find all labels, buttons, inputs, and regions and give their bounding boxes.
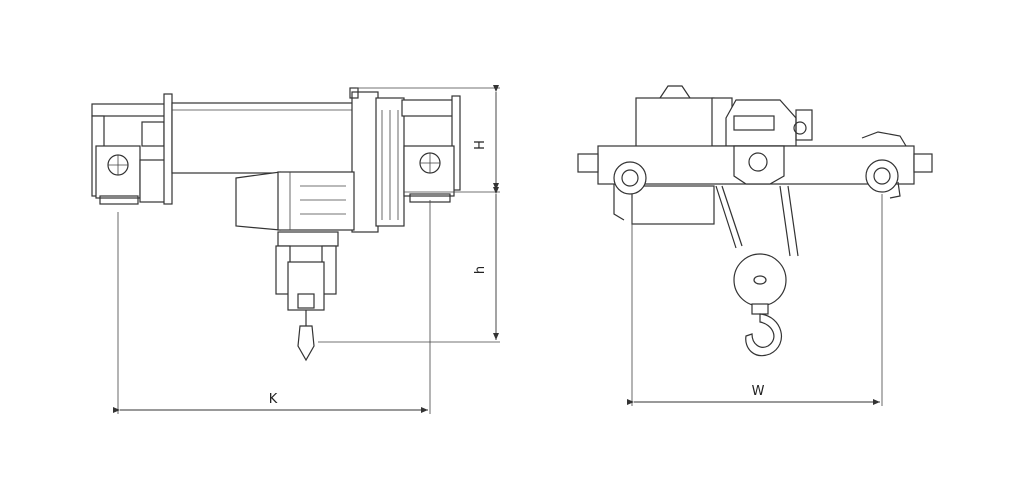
dimension-W: W — [627, 384, 880, 405]
right-wheel — [419, 152, 441, 174]
front-right-wheel — [861, 131, 907, 199]
rope-drum — [171, 102, 355, 174]
side-hook-block — [275, 231, 339, 362]
left-trolley-frame — [91, 93, 173, 205]
dimension-h: h — [473, 187, 499, 340]
front-left-wheel — [613, 161, 647, 221]
hoist-motor — [235, 171, 355, 231]
dimension-H: H — [473, 85, 499, 190]
dimension-W-label: W — [752, 384, 765, 399]
hoist-ropes — [715, 185, 799, 257]
front-hook-block — [733, 253, 787, 357]
side-view: H h K — [91, 85, 500, 414]
dimension-h-label: h — [473, 266, 488, 274]
front-top-bracket — [725, 99, 813, 147]
front-main-beam — [577, 145, 933, 185]
right-trolley-frame — [401, 95, 461, 203]
left-wheel — [107, 154, 129, 176]
front-view: W — [577, 85, 933, 406]
dimension-K: K — [113, 392, 428, 413]
dimension-H-label: H — [473, 140, 488, 150]
dimension-K-label: K — [269, 392, 278, 407]
gearbox — [349, 87, 405, 233]
